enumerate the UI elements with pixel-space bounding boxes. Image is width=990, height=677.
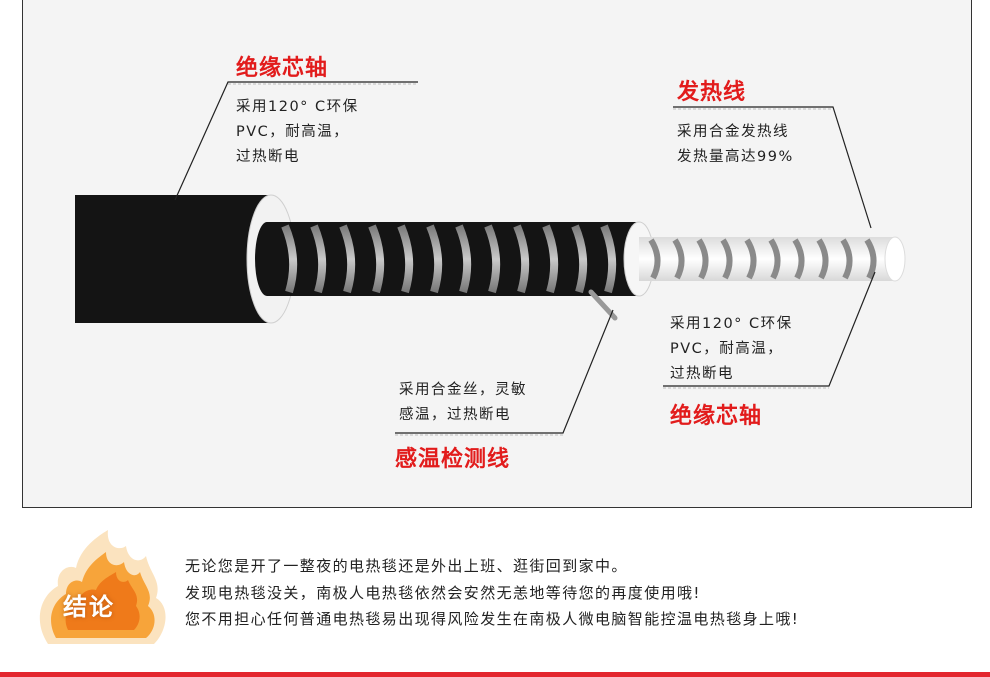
desc-line: 采用120° C环保	[670, 316, 793, 332]
core-coil-stripe	[672, 238, 685, 280]
sleeve-coil-stripe	[571, 224, 588, 294]
core-coil-stripe	[744, 238, 757, 280]
left-insulation-desc: 采用120° C环保 PVC，耐高温， 过热断电	[236, 95, 359, 170]
leader-lines	[174, 81, 876, 436]
right-insulation-desc: 采用120° C环保 PVC，耐高温， 过热断电	[670, 312, 793, 387]
conclusion-line: 您不用担心任何普通电热毯易出现得风险发生在南极人微电脑智能控温电热毯身上哦!	[185, 610, 800, 628]
desc-line: 过热断电	[236, 149, 300, 165]
flame-badge-icon	[39, 530, 166, 644]
desc-line: PVC，耐高温，	[670, 341, 784, 357]
heating-wire-title: 发热线	[677, 80, 747, 105]
core-coil-stripe	[792, 238, 805, 280]
core-coil-stripe	[720, 238, 733, 280]
sleeve-coil-stripe	[368, 224, 385, 294]
sleeve-coil-stripe	[310, 224, 327, 294]
heating-wire-desc: 采用合金发热线 发热量高达99%	[677, 120, 794, 170]
sensor-wire-desc: 采用合金丝，灵敏 感温，过热断电	[399, 378, 527, 428]
cable-diagram-panel: 绝缘芯轴 采用120° C环保 PVC，耐高温， 过热断电 发热线 采用合金发热…	[22, 0, 972, 508]
core-coil-stripe	[864, 238, 877, 280]
core-end-cap	[884, 236, 906, 282]
desc-line: 采用合金发热线	[677, 124, 789, 140]
conclusion-text: 无论您是开了一整夜的电热毯还是外出上班、逛街回到家中。 发现电热毯没关，南极人电…	[185, 553, 799, 633]
outer-jacket	[75, 195, 273, 323]
sleeve-coil-stripe	[397, 224, 414, 294]
sensor-wire-title: 感温检测线	[395, 447, 511, 472]
core-coil-stripe	[648, 238, 661, 280]
sleeve-coil-stripe	[426, 224, 443, 294]
core-coil-stripe	[696, 238, 709, 280]
desc-line: PVC，耐高温，	[236, 124, 350, 140]
desc-line: 感温，过热断电	[399, 407, 511, 423]
sleeve-coil-stripe	[339, 224, 356, 294]
conclusion-line: 发现电热毯没关，南极人电热毯依然会安然无恙地等待您的再度使用哦!	[185, 583, 701, 602]
desc-line: 过热断电	[670, 366, 734, 382]
desc-line: 采用120° C环保	[236, 99, 359, 115]
desc-line: 发热量高达99%	[677, 149, 794, 165]
sleeve-coil-stripe	[455, 224, 472, 294]
desc-line: 采用合金丝，灵敏	[399, 382, 527, 398]
core-coil-stripe	[840, 238, 853, 280]
conclusion-badge: 结论	[63, 593, 115, 621]
cable-cross-section-illustration	[75, 81, 906, 436]
right-insulation-title: 绝缘芯轴	[670, 404, 763, 429]
core-coil-stripe	[768, 238, 781, 280]
core-coil-stripe	[816, 238, 829, 280]
inner-sleeve-start	[255, 222, 279, 296]
sleeve-coil-stripe	[600, 224, 617, 294]
left-insulation-title: 绝缘芯轴	[236, 56, 329, 81]
sleeve-coil-stripe	[513, 224, 530, 294]
sleeve-coil-stripe	[484, 224, 501, 294]
sleeve-coil-stripe	[281, 224, 298, 294]
sleeve-coil-stripe	[542, 224, 559, 294]
heating-wire-coil	[648, 238, 877, 280]
sensor-wire-tail	[588, 289, 618, 321]
sensor-wire-coil	[281, 224, 617, 294]
conclusion-line: 无论您是开了一整夜的电热毯还是外出上班、逛街回到家中。	[185, 557, 628, 575]
bottom-divider	[0, 672, 990, 677]
